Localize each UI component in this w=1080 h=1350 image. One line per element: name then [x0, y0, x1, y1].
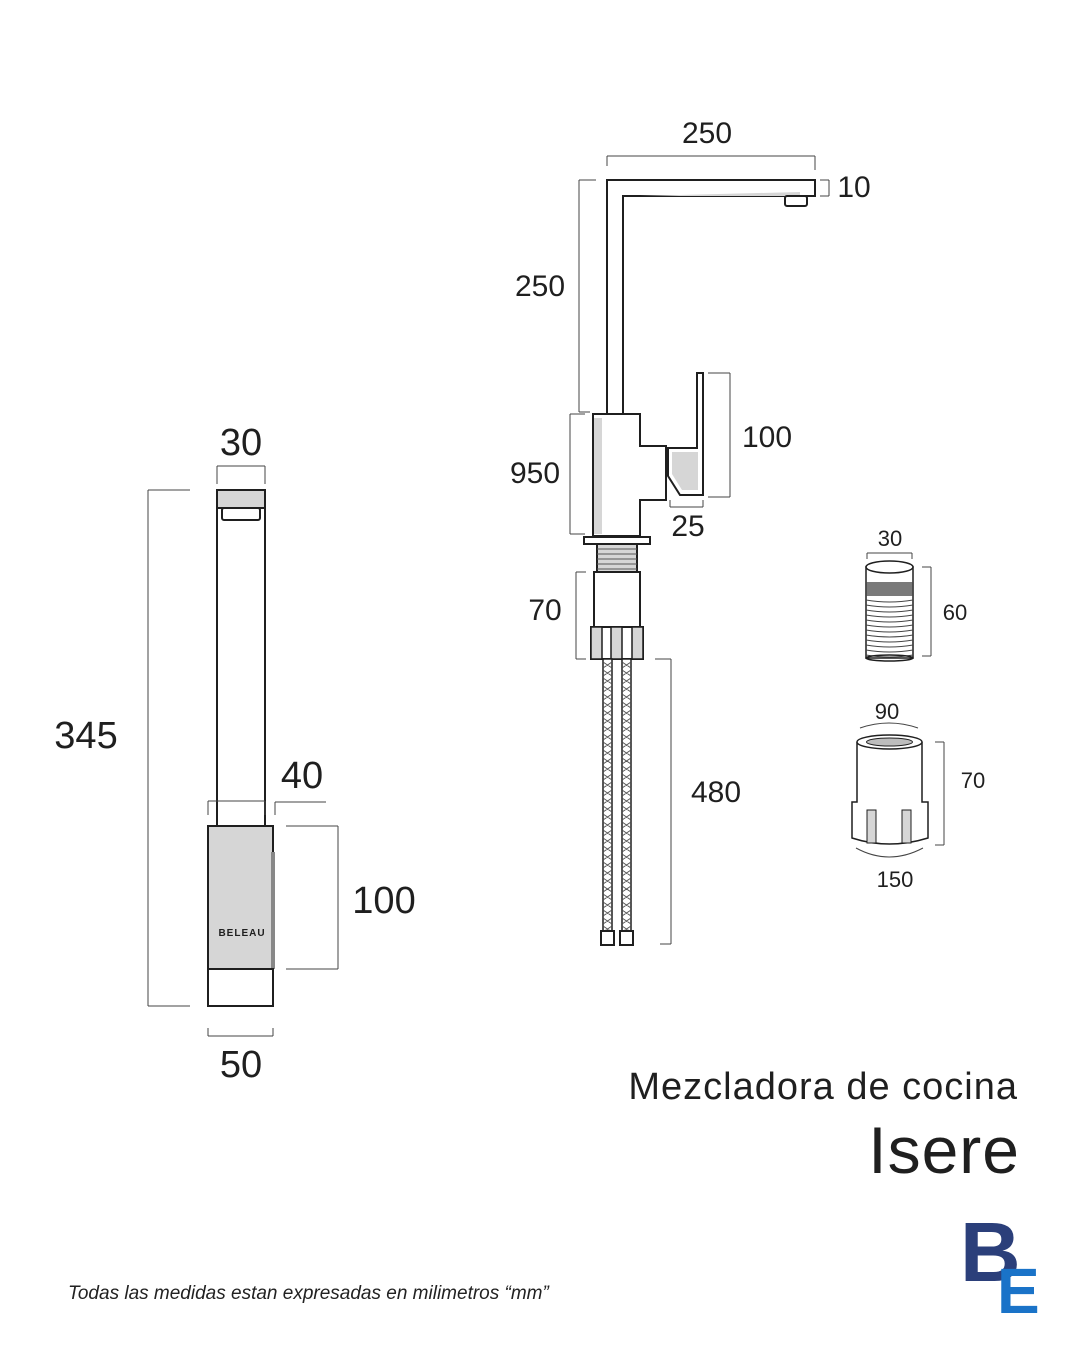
- dim-front-base-width: 50: [220, 1044, 262, 1086]
- dim-nut-height: 60: [943, 600, 967, 625]
- logo-letter-b: B: [960, 1205, 1021, 1299]
- logo-letter-e: E: [997, 1255, 1040, 1327]
- dim-side-shank-height: 70: [528, 594, 561, 627]
- side-hoses: [600, 658, 634, 946]
- dim-side-handle-height: 100: [742, 421, 792, 454]
- side-base-plate: [583, 536, 651, 545]
- side-spout-column: [606, 179, 816, 415]
- side-view: 250 10 250 100 950 25 70: [510, 117, 871, 946]
- measurement-footnote: Todas las medidas estan expresadas en mi…: [68, 1283, 549, 1304]
- side-fixing-nut: [593, 571, 641, 629]
- front-brand-label: BELEAU: [218, 928, 265, 939]
- side-body: [592, 413, 667, 537]
- accessory-fixing-bracket: 90 70 150: [851, 699, 985, 892]
- front-column: [216, 507, 266, 827]
- dim-side-spout-reach: 250: [682, 117, 732, 150]
- front-handle-body: [207, 825, 274, 970]
- side-aerator: [784, 195, 808, 207]
- dim-fixing-base-diameter: 150: [877, 867, 914, 892]
- dim-nut-diameter: 30: [878, 526, 902, 551]
- brand-logo: B E: [960, 1205, 1040, 1327]
- dim-front-total-height: 345: [54, 715, 117, 757]
- dim-side-spout-thickness: 10: [837, 171, 870, 204]
- dim-side-column-height: 250: [515, 270, 565, 303]
- side-threaded-shank: [596, 543, 638, 573]
- dim-side-body-height: 950: [510, 457, 560, 490]
- dim-front-top-width: 30: [220, 422, 262, 464]
- product-name: Isere: [868, 1113, 1020, 1187]
- dim-fixing-height: 70: [961, 768, 985, 793]
- front-view: BELEAU 30 345 40 100 50: [54, 422, 415, 1086]
- product-subtitle: Mezcladora de cocina: [628, 1066, 1018, 1108]
- dim-side-hose-length: 480: [691, 776, 741, 809]
- accessory-threaded-nut: 30 60: [865, 526, 967, 662]
- front-aerator: [221, 507, 261, 521]
- dim-front-body-height: 100: [352, 880, 415, 922]
- dim-fixing-top-diameter: 90: [875, 699, 899, 724]
- front-base: [207, 968, 274, 1007]
- dim-side-handle-depth: 25: [671, 510, 704, 543]
- dim-front-handle-offset: 40: [281, 755, 323, 797]
- front-top-cap: [216, 489, 266, 509]
